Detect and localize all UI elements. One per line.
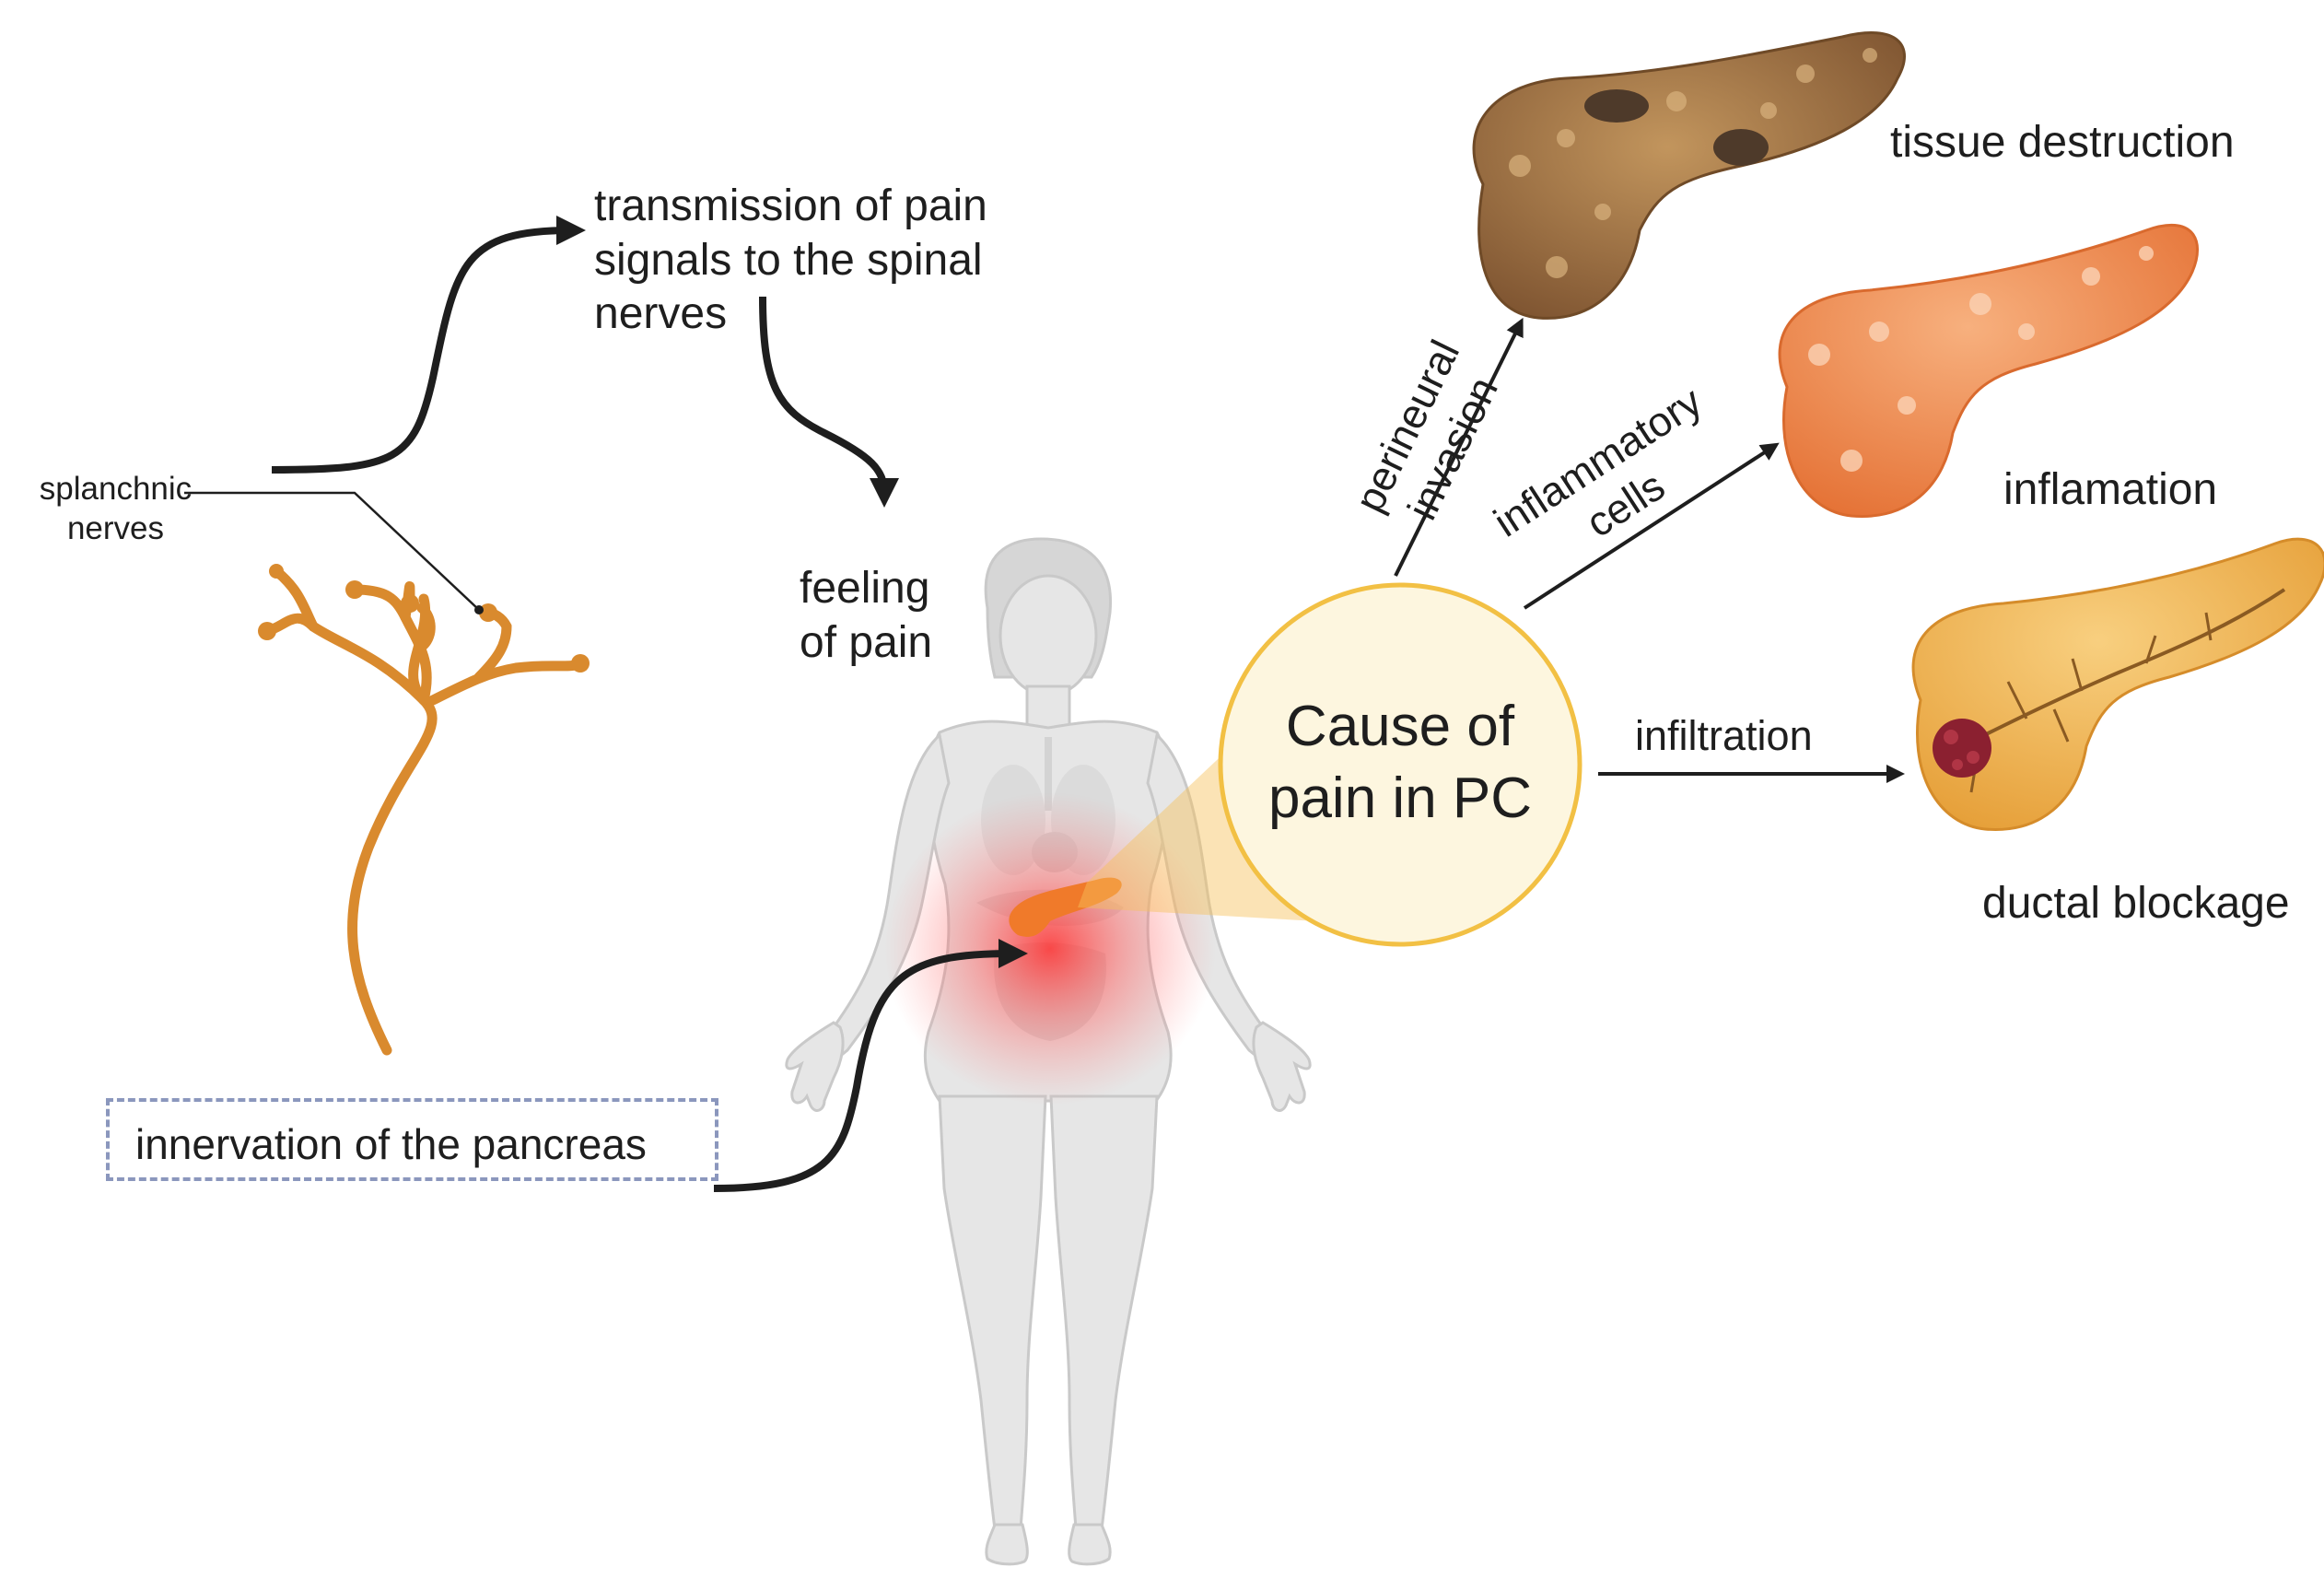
arrow-to-feeling xyxy=(759,296,899,508)
pancreas-inflamed-icon xyxy=(1778,224,2200,518)
cause-circle xyxy=(1218,582,1582,947)
splanchnic-leader-line xyxy=(184,491,480,611)
nerve-icon xyxy=(262,566,586,1056)
arrow-perineural xyxy=(1394,317,1524,577)
transmission-line-1: transmission of pain xyxy=(594,181,987,230)
transmission-line-2: signals to the spinal xyxy=(594,235,983,285)
cause-line-1: Cause of xyxy=(1285,695,1515,758)
splanchnic-line-1: splanchnic xyxy=(39,471,193,507)
transmission-label: transmission of pain signals to the spin… xyxy=(594,180,987,342)
pancreas-destroyed-icon xyxy=(1472,31,1906,320)
arrow-innervation-to-pancreas xyxy=(713,939,1028,1192)
pain-glow xyxy=(884,792,1216,1106)
feeling-line-1: feeling xyxy=(800,564,930,613)
transmission-line-3: nerves xyxy=(594,289,728,339)
leader-dot xyxy=(474,605,484,614)
splanchnic-label: splanchnic nerves xyxy=(26,470,205,548)
arrow-to-transmission xyxy=(271,216,586,474)
cause-line-2: pain in PC xyxy=(1267,766,1533,830)
innervation-box: innervation of the pancreas xyxy=(106,1098,718,1181)
innervation-label: innervation of the pancreas xyxy=(135,1120,647,1168)
tumor-icon xyxy=(1933,719,1991,778)
feeling-line-2: of pain xyxy=(800,617,933,667)
outcome-tissue-destruction: tissue destruction xyxy=(1890,118,2235,167)
edge-label-infiltration: infiltration xyxy=(1635,711,1813,762)
infiltration-text: infiltration xyxy=(1635,712,1813,759)
body-pancreas-icon xyxy=(1009,877,1122,937)
feeling-label: feeling of pain xyxy=(800,562,932,670)
splanchnic-line-2: nerves xyxy=(66,509,165,546)
arrow-inflammatory xyxy=(1523,442,1780,610)
cause-label: Cause of pain in PC xyxy=(1216,691,1584,834)
outcome-inflamation: inflamation xyxy=(2003,465,2218,514)
pancreas-blocked-icon xyxy=(1911,537,2324,831)
nerve-endings-icon xyxy=(258,564,590,673)
outcome-ductal-blockage: ductal blockage xyxy=(1982,879,2290,928)
